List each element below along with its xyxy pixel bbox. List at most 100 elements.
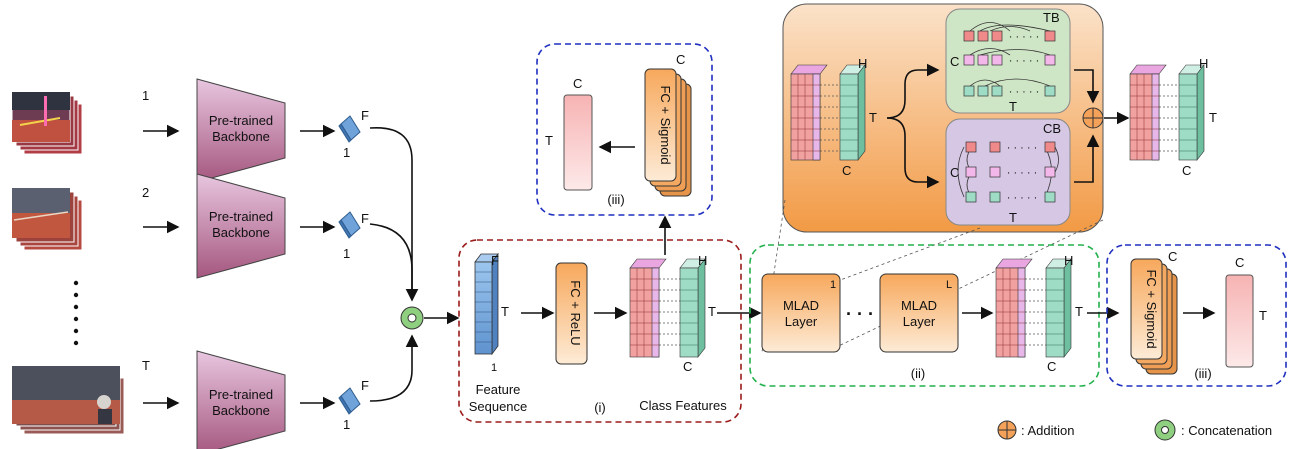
dim-label: H bbox=[858, 56, 867, 71]
output-vector-top: C T bbox=[545, 76, 593, 191]
arrow bbox=[886, 117, 940, 189]
addition-symbol bbox=[1082, 107, 1104, 129]
ellipsis: · · · · · bbox=[1009, 55, 1040, 67]
dim-label: C bbox=[950, 54, 959, 69]
dim-label: T bbox=[1009, 99, 1017, 114]
dim-label: H bbox=[698, 253, 707, 268]
legend-label: : Concatenation bbox=[1181, 423, 1272, 438]
section-iii-right-box bbox=[1106, 244, 1287, 387]
mlad-layer-l: MLAD Layer L bbox=[879, 273, 959, 353]
section-label-i: (i) bbox=[594, 400, 606, 415]
feature-vector-t: F 1 bbox=[338, 378, 369, 432]
mlad-label: Layer bbox=[785, 314, 818, 329]
ellipsis: · · · · · bbox=[1007, 167, 1038, 179]
dim-label: C bbox=[683, 359, 692, 374]
mlad-index: 1 bbox=[830, 279, 836, 291]
dim-label: T bbox=[869, 110, 877, 125]
output-vector-right: C T bbox=[1225, 255, 1267, 368]
ellipsis: · · · · · bbox=[1007, 192, 1038, 204]
dim-label: 1 bbox=[343, 417, 350, 432]
dim-label: H bbox=[1199, 56, 1208, 71]
frame-index: 2 bbox=[142, 185, 149, 200]
fc-relu-label: FC + ReLU bbox=[568, 280, 583, 345]
backbone-2: Pre-trained Backbone bbox=[196, 173, 286, 279]
arrow bbox=[1074, 69, 1100, 104]
mlad-label: Layer bbox=[903, 314, 936, 329]
legend-label: : Addition bbox=[1021, 423, 1075, 438]
ellipsis: · · · · · bbox=[1009, 86, 1040, 98]
backbone-label: Pre-trained bbox=[209, 209, 273, 224]
dim-label: C bbox=[1182, 163, 1191, 178]
legend-addition: : Addition bbox=[997, 420, 1075, 440]
dim-label: C bbox=[1168, 249, 1177, 264]
feature-sequence: F T 1 Feature Sequence bbox=[469, 252, 528, 414]
backbone-label: Pre-trained bbox=[209, 113, 273, 128]
class-block: CB · · · · · · · · · · · · · · · C T bbox=[945, 118, 1071, 226]
dim-label: F bbox=[361, 108, 369, 123]
mlad-label: MLAD bbox=[783, 298, 819, 313]
class-features-tensor: H T C bbox=[629, 253, 716, 374]
dim-label: F bbox=[491, 253, 499, 268]
dim-label: 1 bbox=[491, 362, 497, 374]
feature-sequence-label: Feature bbox=[476, 382, 521, 397]
feature-vector-1: F 1 bbox=[338, 108, 369, 160]
temporal-block: TB · · · · · · · · · · · · · · · C T bbox=[945, 8, 1071, 114]
detail-output-tensor: H T C bbox=[1129, 56, 1217, 178]
dim-label: T bbox=[1259, 308, 1267, 323]
mlad-output-tensor: H T C bbox=[995, 253, 1083, 374]
dim-label: 1 bbox=[343, 145, 350, 160]
section-label-iii: (iii) bbox=[607, 192, 624, 207]
dim-label: F bbox=[361, 211, 369, 226]
video-frames-2: 2 bbox=[12, 185, 149, 251]
feature-vector-2: F 1 bbox=[338, 211, 369, 261]
section-ii-box bbox=[749, 244, 1100, 387]
video-frames-t: T bbox=[12, 358, 150, 435]
section-iii-top-box bbox=[536, 43, 713, 216]
fc-sigmoid-block-top: FC + Sigmoid C bbox=[644, 52, 692, 197]
backbone-label: Backbone bbox=[212, 129, 270, 144]
video-frames-1: 1 bbox=[11, 88, 149, 155]
fc-sigmoid-block-right: FC + Sigmoid C bbox=[1130, 249, 1178, 375]
dim-label: T bbox=[708, 304, 716, 319]
dim-label: C bbox=[1235, 255, 1244, 270]
dim-label: T bbox=[1209, 110, 1217, 125]
dim-label: T bbox=[501, 304, 509, 319]
backbone-label: Backbone bbox=[212, 225, 270, 240]
backbone-1: Pre-trained Backbone bbox=[196, 78, 286, 183]
dim-label: T bbox=[1009, 210, 1017, 225]
ellipsis: · · · · · bbox=[1007, 142, 1038, 154]
backbone-label: Backbone bbox=[212, 403, 270, 418]
class-features-label: Class Features bbox=[639, 398, 727, 413]
frame-index: 1 bbox=[142, 88, 149, 103]
legend: : Addition : Concatenation bbox=[997, 419, 1272, 441]
section-label-ii: (ii) bbox=[911, 366, 925, 381]
arrow bbox=[369, 127, 419, 302]
detail-input-tensor: H T C bbox=[790, 56, 877, 178]
dim-label: F bbox=[361, 378, 369, 393]
dim-label: C bbox=[573, 76, 582, 91]
dim-label: 1 bbox=[343, 246, 350, 261]
ellipsis: · · · · · bbox=[1009, 31, 1040, 43]
frame-index: T bbox=[142, 358, 150, 373]
concatenation-symbol bbox=[400, 306, 424, 330]
cb-label: CB bbox=[1043, 121, 1061, 136]
dim-label: C bbox=[1047, 359, 1056, 374]
backbone-label: Pre-trained bbox=[209, 387, 273, 402]
fc-relu-block: FC + ReLU bbox=[555, 262, 588, 365]
dim-label: T bbox=[1075, 304, 1083, 319]
mlad-label: MLAD bbox=[901, 298, 937, 313]
arrow bbox=[369, 334, 419, 402]
fc-sigmoid-label: FC + Sigmoid bbox=[658, 85, 673, 164]
arrow bbox=[886, 63, 940, 119]
dim-label: C bbox=[676, 52, 685, 67]
section-i-box bbox=[458, 239, 742, 423]
ellipsis: · · · bbox=[846, 304, 874, 324]
feature-sequence-label: Sequence bbox=[469, 399, 528, 414]
backbone-t: Pre-trained Backbone bbox=[196, 350, 286, 449]
fc-sigmoid-label: FC + Sigmoid bbox=[1144, 269, 1159, 348]
dim-label: H bbox=[1064, 253, 1073, 268]
legend-concatenation: : Concatenation bbox=[1154, 419, 1272, 441]
dim-label: C bbox=[842, 163, 851, 178]
vertical-ellipsis bbox=[73, 280, 79, 346]
